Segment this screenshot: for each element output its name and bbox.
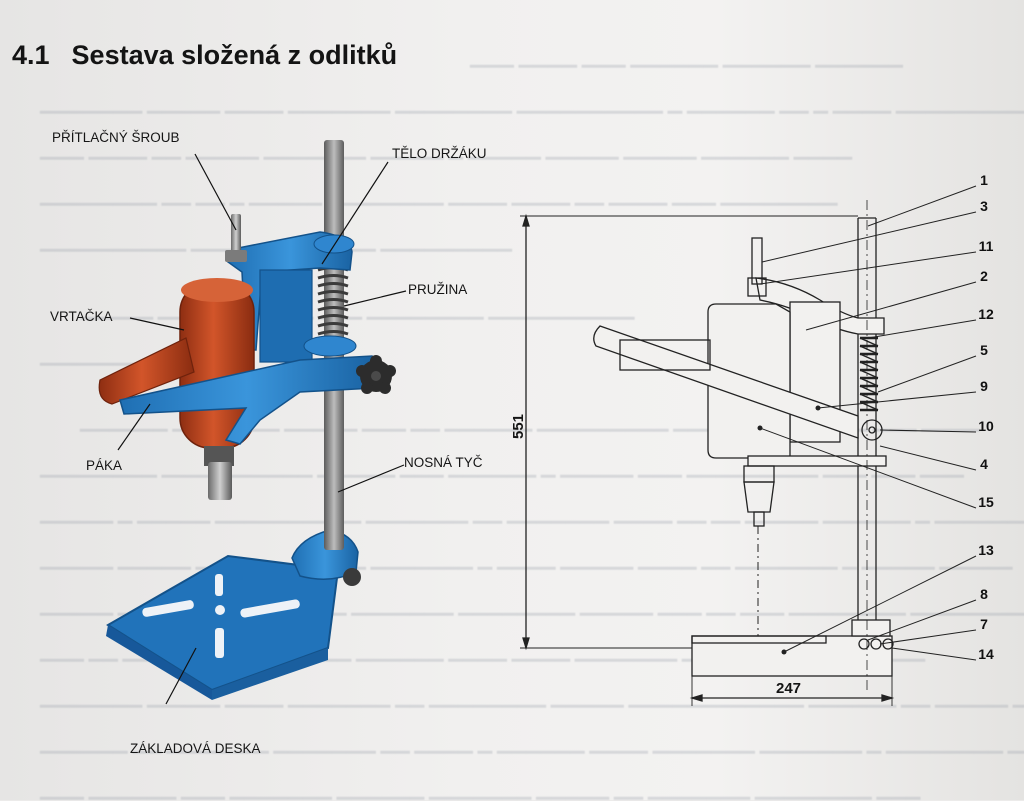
part-number: 4 <box>980 456 988 472</box>
section-title: Sestava složená z odlitků <box>71 40 398 70</box>
part-number: 9 <box>980 378 988 394</box>
part-number: 7 <box>980 616 988 632</box>
part-number: 2 <box>980 268 988 284</box>
part-number: 3 <box>980 198 988 214</box>
part-number: 8 <box>980 586 988 602</box>
part-number: 1 <box>980 172 988 188</box>
label-support-rod: NOSNÁ TYČ <box>404 455 483 470</box>
label-spring: PRUŽINA <box>408 282 468 297</box>
part-number: 14 <box>978 646 994 662</box>
part-number: 11 <box>978 238 994 254</box>
label-lever: PÁKA <box>86 458 123 473</box>
height-dimension: 551 <box>510 413 528 440</box>
label-base-plate: ZÁKLADOVÁ DESKA <box>130 741 261 756</box>
width-dimension: 247 <box>776 680 802 697</box>
section-number: 4.1 <box>12 40 50 70</box>
section-heading: 4.1 Sestava složená z odlitků <box>12 40 397 71</box>
part-number: 15 <box>978 494 994 510</box>
part-number: 13 <box>978 542 994 558</box>
lever <box>119 335 396 445</box>
part-number: 10 <box>978 418 994 434</box>
part-number: 12 <box>978 306 994 322</box>
label-drill: VRTAČKA <box>50 309 113 324</box>
label-pressure-screw: PŘÍTLAČNÝ ŠROUB <box>52 130 180 145</box>
label-leader-lines <box>117 153 407 705</box>
base-plate <box>106 554 340 700</box>
part-number: 5 <box>980 342 988 358</box>
label-holder-body: TĚLO DRŽÁKU <box>392 146 487 161</box>
holder-body <box>226 231 355 363</box>
